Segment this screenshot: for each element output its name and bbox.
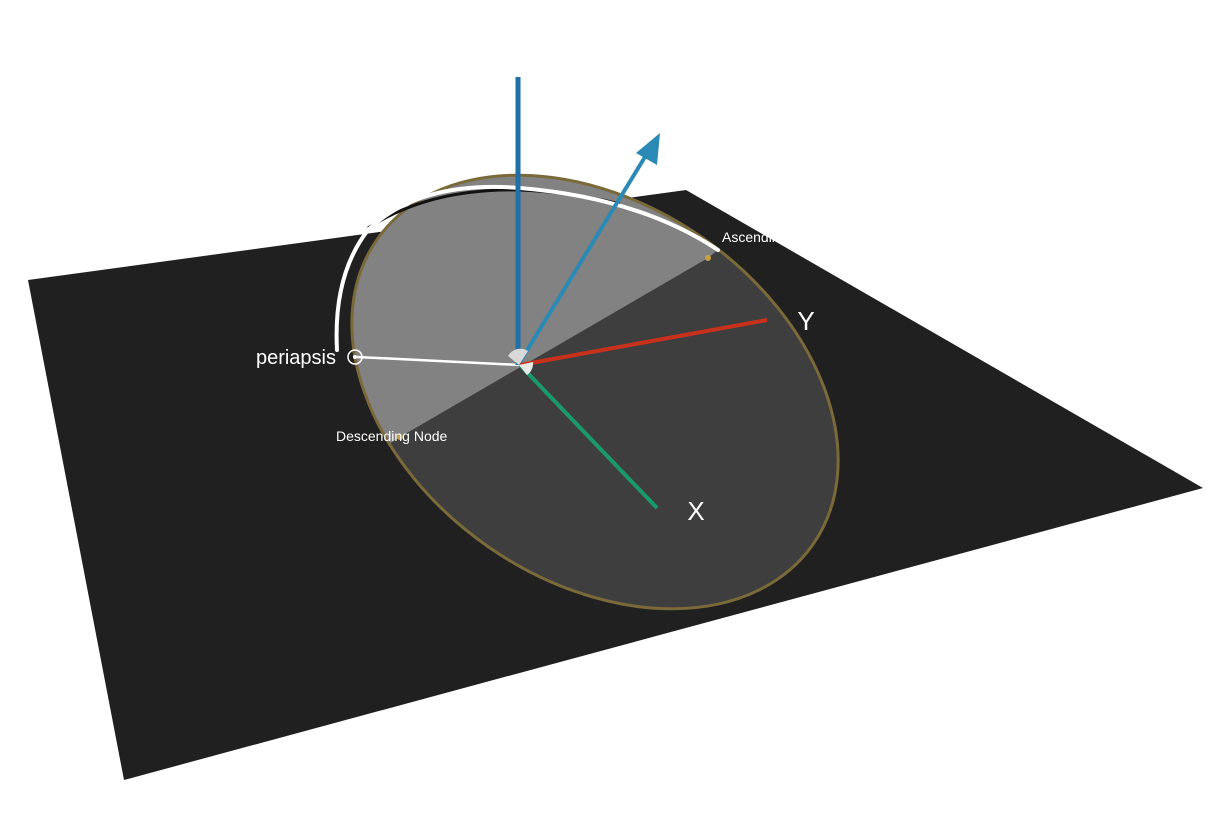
- orbit-rim: [350, 173, 840, 611]
- ascending-node-label: Ascending Node: [722, 229, 825, 245]
- omega-arc: [334, 184, 720, 352]
- normal-vector-label: n: [648, 95, 661, 122]
- omega-label: ω: [374, 192, 388, 212]
- origin-wedge-lower: [519, 362, 534, 375]
- normal-vector-arrowhead-icon: [636, 133, 660, 165]
- periapsis-label: periapsis: [256, 347, 336, 369]
- periapsis-marker-dot: [353, 355, 357, 359]
- descending-node-label: Descending Node: [336, 428, 448, 444]
- descending-node-marker: [397, 434, 403, 440]
- ascending-node-marker: [705, 255, 711, 261]
- normal-vector: [516, 150, 650, 367]
- periapsis-marker-icon: [347, 349, 363, 365]
- inclination-wedge: [508, 348, 528, 365]
- x-axis-label: X: [687, 496, 704, 526]
- y-axis-label: Y: [797, 306, 814, 336]
- y-axis: [519, 318, 768, 367]
- x-axis: [518, 363, 659, 510]
- periapsis-line: [356, 355, 521, 367]
- z-axis-label: Z: [511, 25, 526, 52]
